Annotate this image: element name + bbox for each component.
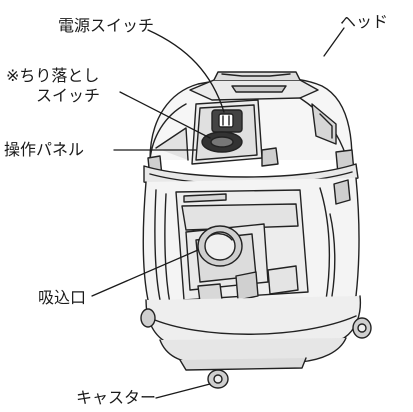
head-leader	[323, 27, 345, 57]
label-intake-port: 吸込口	[38, 288, 87, 307]
label-dust-switch-line2: スイッチ	[36, 86, 101, 105]
label-caster: キャスター	[76, 388, 157, 407]
dust-switch-leader	[119, 91, 211, 139]
label-control-panel: 操作パネル	[4, 140, 85, 159]
base-unit	[140, 295, 372, 389]
head-unit	[147, 71, 355, 179]
label-dust-switch-line1: ※ちり落とし	[6, 66, 100, 85]
label-head: ヘッド	[340, 12, 389, 31]
caster-leader	[155, 383, 211, 399]
intake-port-leader	[91, 249, 199, 297]
label-power-switch: 電源スイッチ	[58, 16, 155, 35]
power-switch-leader	[147, 29, 225, 113]
